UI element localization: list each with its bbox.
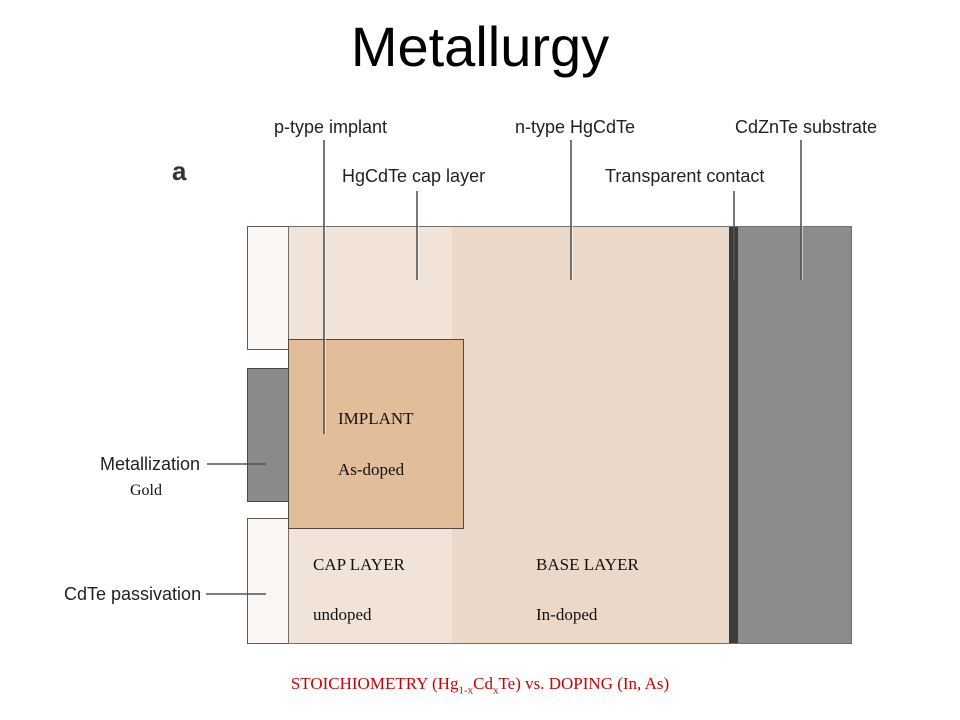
metal-gold-label: Gold [130, 482, 162, 499]
caption-cd: Cd [473, 674, 493, 693]
transparent-contact [729, 226, 738, 644]
caption: STOICHIOMETRY (Hg1-xCdxTe) vs. DOPING (I… [0, 674, 960, 696]
cdznte-substrate [738, 226, 852, 644]
label-cdte-passivation: CdTe passivation [64, 584, 202, 604]
label-p-type-implant: p-type implant [274, 117, 388, 137]
label-metallization: Metallization [100, 454, 201, 474]
label-cdznte-substrate: CdZnTe substrate [735, 117, 878, 137]
passivation-top [247, 226, 289, 350]
cap-layer-doping: undoped [313, 605, 372, 624]
base-layer-doping: In-doped [536, 605, 598, 624]
implant-doping: As-doped [338, 460, 405, 479]
implant-region [288, 339, 464, 529]
cap-layer-title: CAP LAYER [313, 555, 405, 574]
label-hgcdte-cap-layer: HgCdTe cap layer [342, 166, 486, 186]
implant-title: IMPLANT [338, 409, 414, 428]
label-transparent-contact: Transparent contact [605, 166, 765, 186]
page-title: Metallurgy [350, 15, 610, 78]
caption-sub-1-x: 1-x [458, 684, 474, 697]
caption-prefix: STOICHIOMETRY (Hg [290, 674, 459, 693]
caption-sub-x: x [492, 684, 499, 697]
passivation-bottom [247, 518, 289, 644]
base-layer-title: BASE LAYER [536, 555, 639, 574]
label-n-type-hgcdte: n-type HgCdTe [515, 117, 636, 137]
caption-suffix: Te) vs. DOPING (In, As) [498, 674, 670, 693]
panel-letter: a [172, 156, 187, 186]
base-layer-region [452, 226, 729, 644]
